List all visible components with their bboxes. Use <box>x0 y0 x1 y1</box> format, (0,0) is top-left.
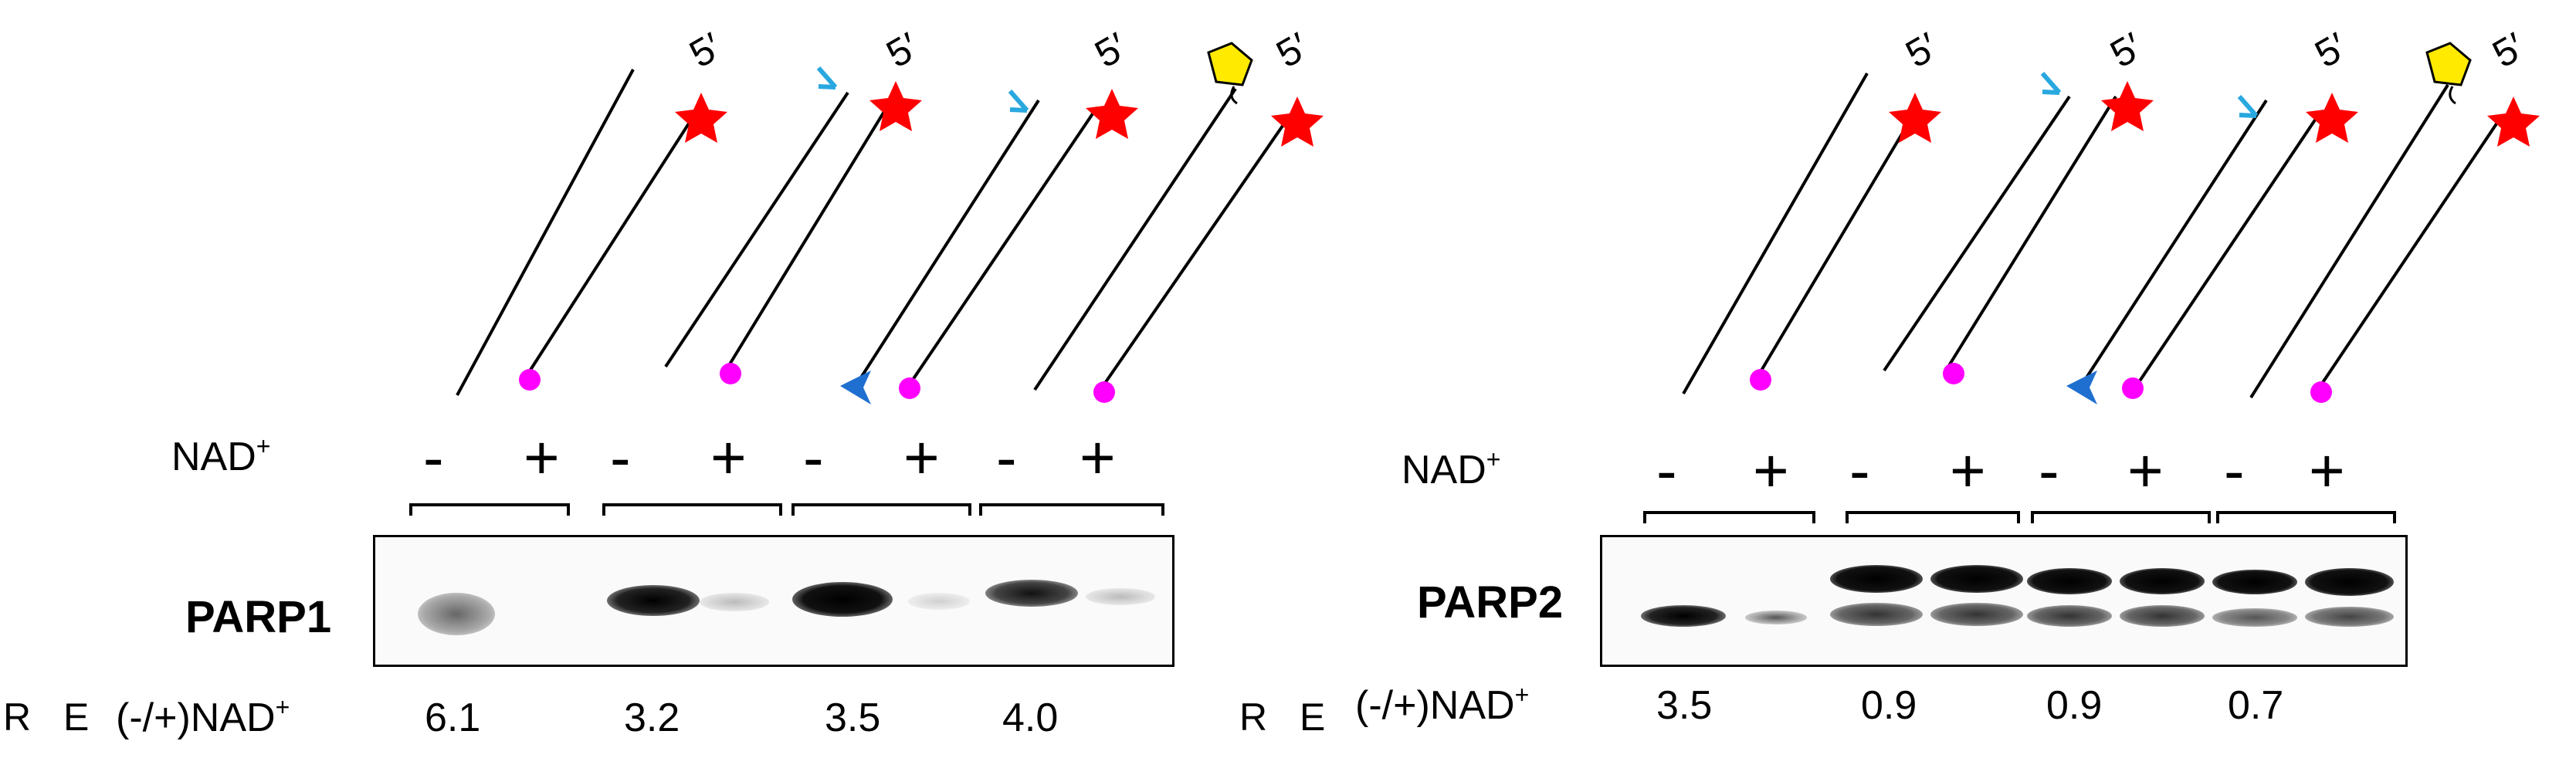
red-star-icons <box>675 81 2540 147</box>
probe-icon <box>2040 72 2062 95</box>
minus-sign: - <box>996 423 1017 492</box>
gel-band <box>2120 605 2205 627</box>
re-label: R E <box>1239 695 1337 739</box>
gel-band <box>700 593 769 611</box>
lane-bracket <box>602 503 782 516</box>
plus-sign: + <box>2127 436 2164 505</box>
re-value: 3.5 <box>1656 683 1713 728</box>
plus-sign: + <box>1753 436 1789 505</box>
gel-band <box>2120 568 2205 594</box>
biotin-icons <box>1207 42 2472 105</box>
lane-bracket <box>791 503 971 516</box>
protein-label: PARP1 <box>185 592 332 642</box>
nad-label: NAD+ <box>1402 445 1501 492</box>
re-value: 6.1 <box>425 695 481 740</box>
re-value: 4.0 <box>1002 695 1059 740</box>
arrowhead-icon <box>2066 371 2097 404</box>
burst-icon <box>519 369 541 391</box>
gel-band <box>607 585 700 616</box>
re-value: 0.9 <box>1861 683 1917 728</box>
gel-band <box>1086 588 1155 605</box>
re-value: 0.9 <box>2046 683 2103 728</box>
gel-band <box>2305 568 2394 596</box>
plus-sign: + <box>710 423 747 492</box>
probe-icon <box>2237 95 2259 118</box>
gel-band <box>985 580 1078 607</box>
lane-bracket <box>1846 511 2020 523</box>
re-label: R E <box>3 695 100 739</box>
gel-band <box>2305 607 2394 627</box>
lane-bracket <box>1643 511 1815 523</box>
minus-sign: - <box>1656 436 1677 505</box>
star-icon <box>1271 96 1324 147</box>
re-header: (-/+)NAD+ <box>1355 681 1530 728</box>
star-icon <box>2306 93 2358 143</box>
burst-icon <box>1943 363 1964 384</box>
star-icon <box>2487 96 2540 147</box>
arrowhead-icon <box>840 371 871 404</box>
star-icon <box>675 93 727 143</box>
plus-sign: + <box>524 423 560 492</box>
gel-band <box>418 593 495 635</box>
re-value: 3.5 <box>825 695 881 740</box>
re-value: 3.2 <box>624 695 680 740</box>
minus-sign: - <box>1849 436 1870 505</box>
plus-sign: + <box>1950 436 1986 505</box>
dna-strands <box>456 69 2503 399</box>
star-icon <box>869 81 922 131</box>
burst-icon <box>1093 381 1115 403</box>
probe-icon <box>1008 90 1029 113</box>
plus-sign: + <box>903 423 940 492</box>
biotin-icon <box>1207 42 1253 86</box>
gel-band <box>2027 568 2112 594</box>
gel-blot-parp1 <box>373 535 1174 667</box>
re-header: (-/+)NAD+ <box>116 693 290 740</box>
star-icon <box>1889 93 1941 143</box>
gel-band <box>792 582 893 617</box>
gel-blot-parp2 <box>1600 535 2408 667</box>
gel-band <box>1745 611 1807 624</box>
gel-band <box>2212 608 2297 627</box>
gel-band <box>1830 603 1923 626</box>
gel-band <box>1641 605 1726 627</box>
minus-sign: - <box>2039 436 2059 505</box>
burst-icon <box>2122 377 2144 399</box>
gel-band <box>1930 603 2023 626</box>
probe-icons <box>816 66 2259 118</box>
biotin-icon <box>2425 42 2472 86</box>
star-icon <box>2101 81 2154 131</box>
plus-sign: + <box>1080 423 1116 492</box>
magenta-burst-icons <box>519 363 2332 403</box>
lane-bracket <box>409 503 570 516</box>
probe-icon <box>816 66 838 90</box>
lane-bracket <box>979 503 1164 516</box>
burst-icon <box>1750 369 1771 391</box>
lane-bracket <box>2031 511 2211 523</box>
protein-label: PARP2 <box>1417 577 1564 628</box>
minus-sign: - <box>610 423 631 492</box>
minus-sign: - <box>2224 436 2245 505</box>
gel-band <box>2212 570 2297 594</box>
nad-label: NAD+ <box>171 432 271 479</box>
minus-sign: - <box>803 423 824 492</box>
burst-icon <box>899 377 920 399</box>
minus-sign: - <box>423 423 444 492</box>
arrowhead-icons <box>840 371 2097 404</box>
gel-band <box>1830 565 1923 593</box>
plus-sign: + <box>2309 436 2345 505</box>
gel-band <box>1930 565 2023 593</box>
gel-band <box>908 593 970 610</box>
star-icon <box>1086 89 1138 139</box>
re-value: 0.7 <box>2228 683 2284 728</box>
burst-icon <box>720 363 741 384</box>
gel-band <box>2027 605 2112 627</box>
lane-bracket <box>2216 511 2396 523</box>
burst-icon <box>2310 381 2332 403</box>
